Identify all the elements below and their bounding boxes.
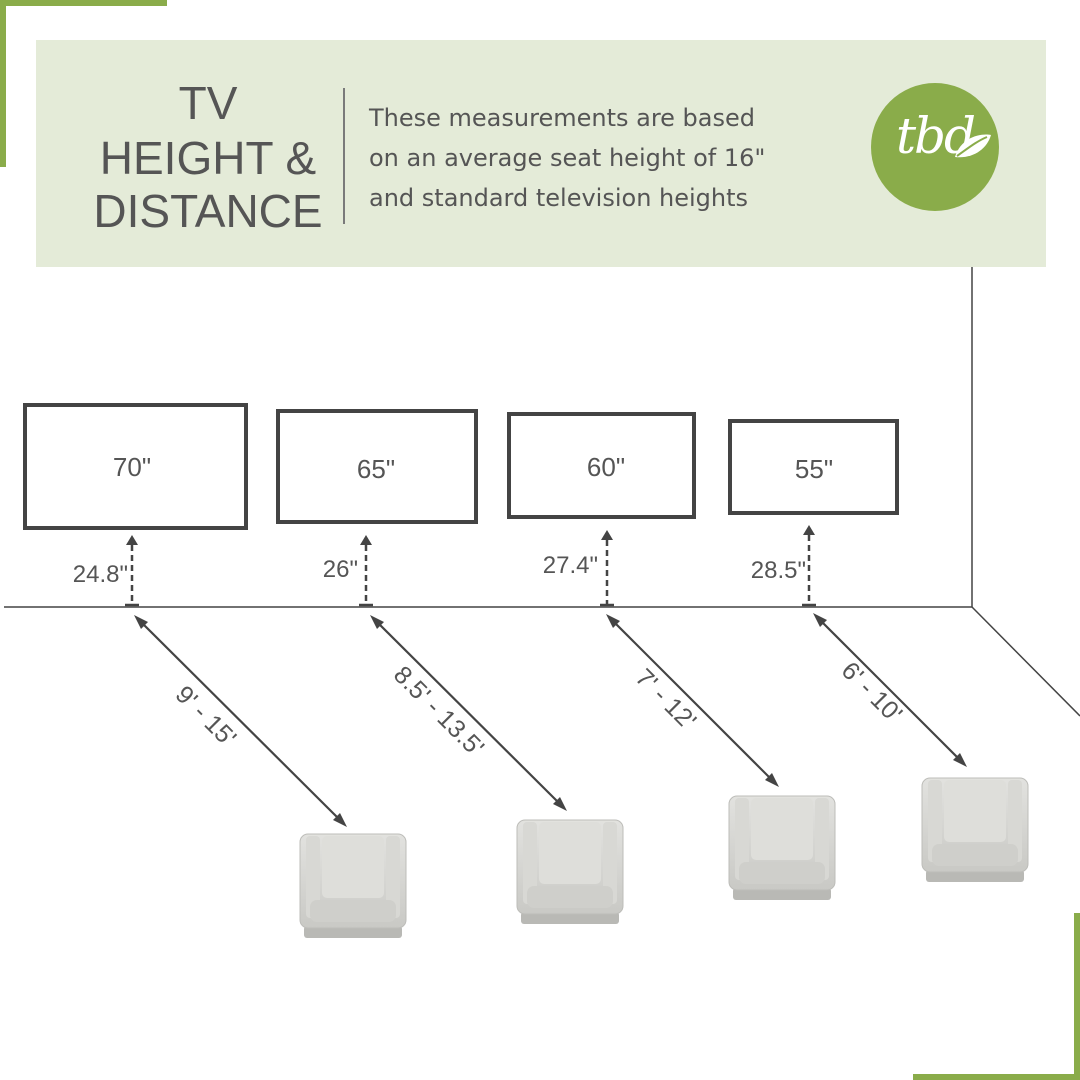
header-description: These measurements are based on an avera… (369, 98, 839, 218)
floor-corner-line (971, 606, 1080, 717)
logo-badge: tbd (871, 83, 999, 211)
distance-label: 9' - 15' (170, 680, 242, 752)
leaf-icon (955, 134, 991, 158)
armchair-icon (921, 777, 1029, 882)
distance-arrow (134, 615, 347, 827)
title-line-2: HEIGHT & (99, 132, 317, 184)
height-label: 26" (323, 556, 358, 583)
header-divider (343, 88, 345, 224)
description-line-3: and standard television heights (369, 184, 749, 212)
tv-screen (728, 419, 899, 515)
corner-accent-top-horizontal (0, 0, 167, 6)
tv-screen (23, 403, 248, 530)
title-line-3: DISTANCE (93, 185, 323, 237)
header-banner: TV HEIGHT & DISTANCE These measurements … (36, 40, 1046, 267)
tv-screen (276, 409, 478, 524)
tv-unit: 70" 24.8" (23, 403, 248, 607)
corner-accent-bottom-horizontal (913, 1074, 1080, 1080)
distance-arrow (813, 613, 967, 767)
tv-size-label: 65" (357, 454, 395, 484)
distance-label: 6' - 10' (836, 656, 908, 728)
tv-unit: 65" 26" (276, 409, 478, 607)
distance-arrow (370, 615, 567, 811)
description-line-1: These measurements are based (369, 104, 755, 132)
tv-unit: 60" 27.4" (507, 412, 696, 607)
distance-label: 8.5' - 13.5' (388, 661, 489, 762)
tv-screen (507, 412, 696, 519)
height-label: 28.5" (751, 557, 806, 584)
armchair-icon (299, 833, 407, 938)
height-arrow-head (803, 525, 815, 535)
height-label: 24.8" (73, 561, 128, 588)
tv-size-label: 70" (113, 452, 151, 482)
corner-accent-top-vertical (0, 0, 6, 167)
description-line-2: on an average seat height of 16" (369, 144, 766, 172)
armchair-icon (728, 795, 836, 900)
distance-arrow (606, 614, 779, 787)
corner-accent-bottom-vertical (1074, 913, 1080, 1080)
tv-unit: 55" 28.5" (728, 419, 899, 607)
tv-size-label: 55" (795, 454, 833, 484)
height-arrow-head (126, 535, 138, 545)
height-arrow-head (601, 530, 613, 540)
armchair-icon (516, 819, 624, 924)
tv-size-label: 60" (587, 452, 625, 482)
height-arrow-head (360, 535, 372, 545)
title-line-1: TV (178, 77, 238, 129)
height-label: 27.4" (543, 552, 598, 579)
